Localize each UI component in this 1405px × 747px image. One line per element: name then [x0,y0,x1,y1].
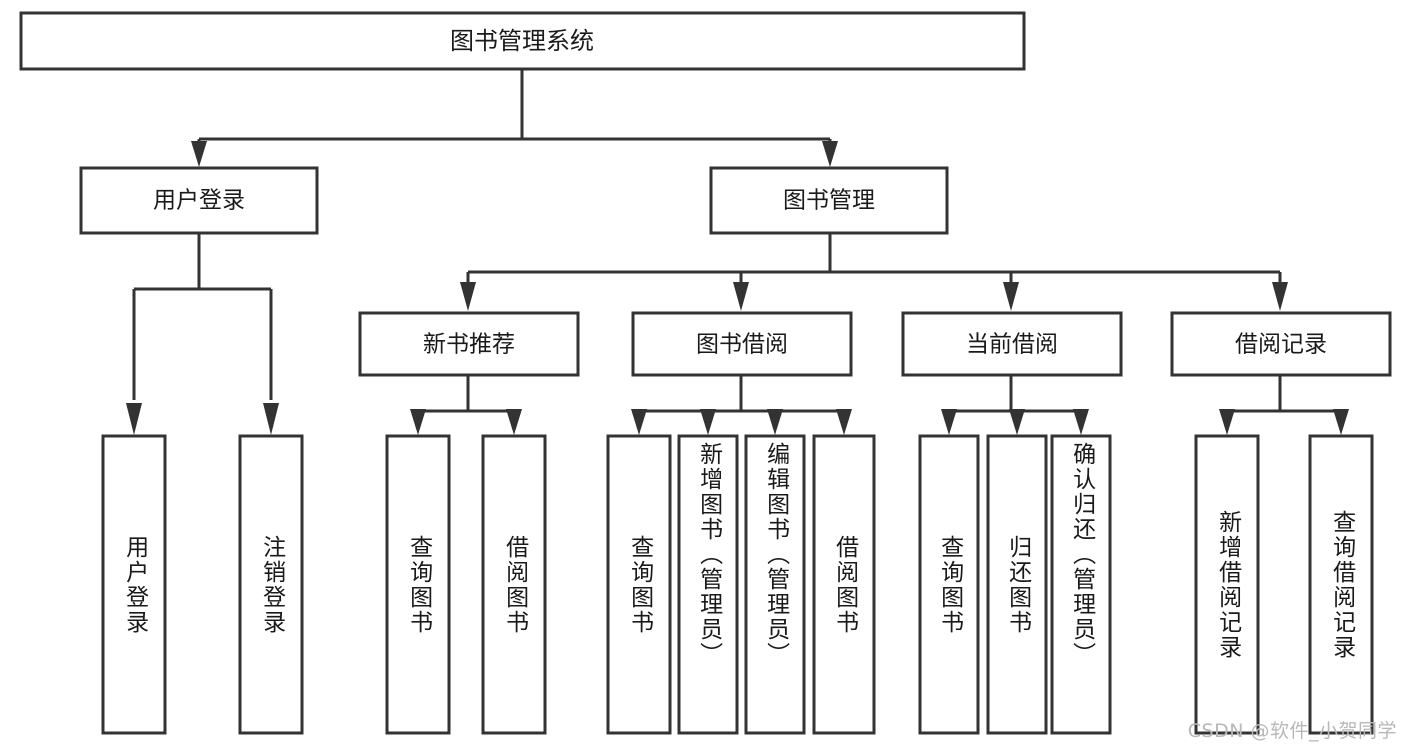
arrowhead-leaf-edit-book [767,409,783,435]
node-current-borrow[interactable]: 当前借阅 [901,311,1123,377]
leaf-box-query-book-rec[interactable] [385,434,451,735]
leaf-box-borrow-book[interactable] [812,434,876,735]
leaf-box-edit-book[interactable] [744,434,806,735]
node-book-borrow-label: 图书借阅 [696,332,788,358]
arrowhead-book-borrow [733,282,749,311]
node-root-label: 图书管理系统 [450,27,594,55]
arrowhead-book-manage [822,141,838,167]
arrowhead-new-book-recommend [460,282,476,311]
node-root[interactable]: 图书管理系统 [19,11,1026,71]
leaf-box-add-book[interactable] [677,434,739,735]
leaf-box-return-book[interactable] [986,434,1048,735]
connector-group-new-book-recommend [410,375,522,435]
arrowhead-leaf-user-logout [263,403,279,435]
node-user-login-label: 用户登录 [153,188,245,214]
leaf-box-user-login[interactable] [101,434,167,735]
connector-group-book-borrow [631,375,852,435]
connector-group-borrow-record [1219,375,1349,435]
connector-group-book-manage [460,233,1288,311]
node-borrow-record-box[interactable] [1170,311,1392,377]
leaf-box-confirm-return[interactable] [1050,434,1112,735]
arrowhead-leaf-borrow-book [836,409,852,435]
arrowhead-leaf-confirm-return [1073,409,1089,435]
leaf-box-add-record[interactable] [1194,434,1260,735]
connector-group-root [191,69,838,167]
arrowhead-leaf-borrow-book-rec [506,409,522,435]
leaf-box-query-record[interactable] [1308,434,1374,735]
node-book-manage[interactable]: 图书管理 [709,166,949,235]
node-borrow-record[interactable]: 借阅记录 [1170,311,1392,377]
node-user-login-box[interactable] [79,166,319,235]
node-new-book-recommend-label: 新书推荐 [423,332,515,358]
node-new-book-recommend[interactable]: 新书推荐 [358,311,580,377]
arrowhead-leaf-query-book [631,409,647,435]
leaf-box-group [101,434,1374,735]
node-book-manage-box[interactable] [709,166,949,235]
arrowhead-leaf-query-book-cur [941,409,957,435]
arrowhead-leaf-add-record [1219,409,1235,435]
leaf-box-query-book[interactable] [606,434,672,735]
arrowhead-leaf-user-login [126,403,142,435]
arrowhead-leaf-query-book-rec [410,409,426,435]
arrowhead-leaf-query-record [1333,409,1349,435]
node-new-book-recommend-box[interactable] [358,311,580,377]
connector-group-user-login [126,233,279,435]
arrowhead-borrow-record [1272,282,1288,311]
leaf-box-user-logout[interactable] [238,434,304,735]
connector-group-current-borrow [941,375,1089,435]
arrowhead-current-borrow [1003,282,1019,311]
leaf-box-borrow-book-rec[interactable] [481,434,547,735]
leaf-box-query-book-cur[interactable] [918,434,980,735]
arrowhead-user-login [191,141,207,167]
node-book-manage-label: 图书管理 [783,188,875,214]
node-current-borrow-label: 当前借阅 [966,332,1058,358]
arrowhead-leaf-return-book [1009,409,1025,435]
arrowhead-leaf-add-book [700,409,716,435]
csdn-watermark: CSDN @软件_小贺同学 [1187,720,1397,742]
node-book-borrow[interactable]: 图书借阅 [631,311,853,377]
node-book-borrow-box[interactable] [631,311,853,377]
node-current-borrow-box[interactable] [901,311,1123,377]
node-borrow-record-label: 借阅记录 [1235,332,1327,358]
node-root-box[interactable] [19,11,1026,71]
node-user-login[interactable]: 用户登录 [79,166,319,235]
